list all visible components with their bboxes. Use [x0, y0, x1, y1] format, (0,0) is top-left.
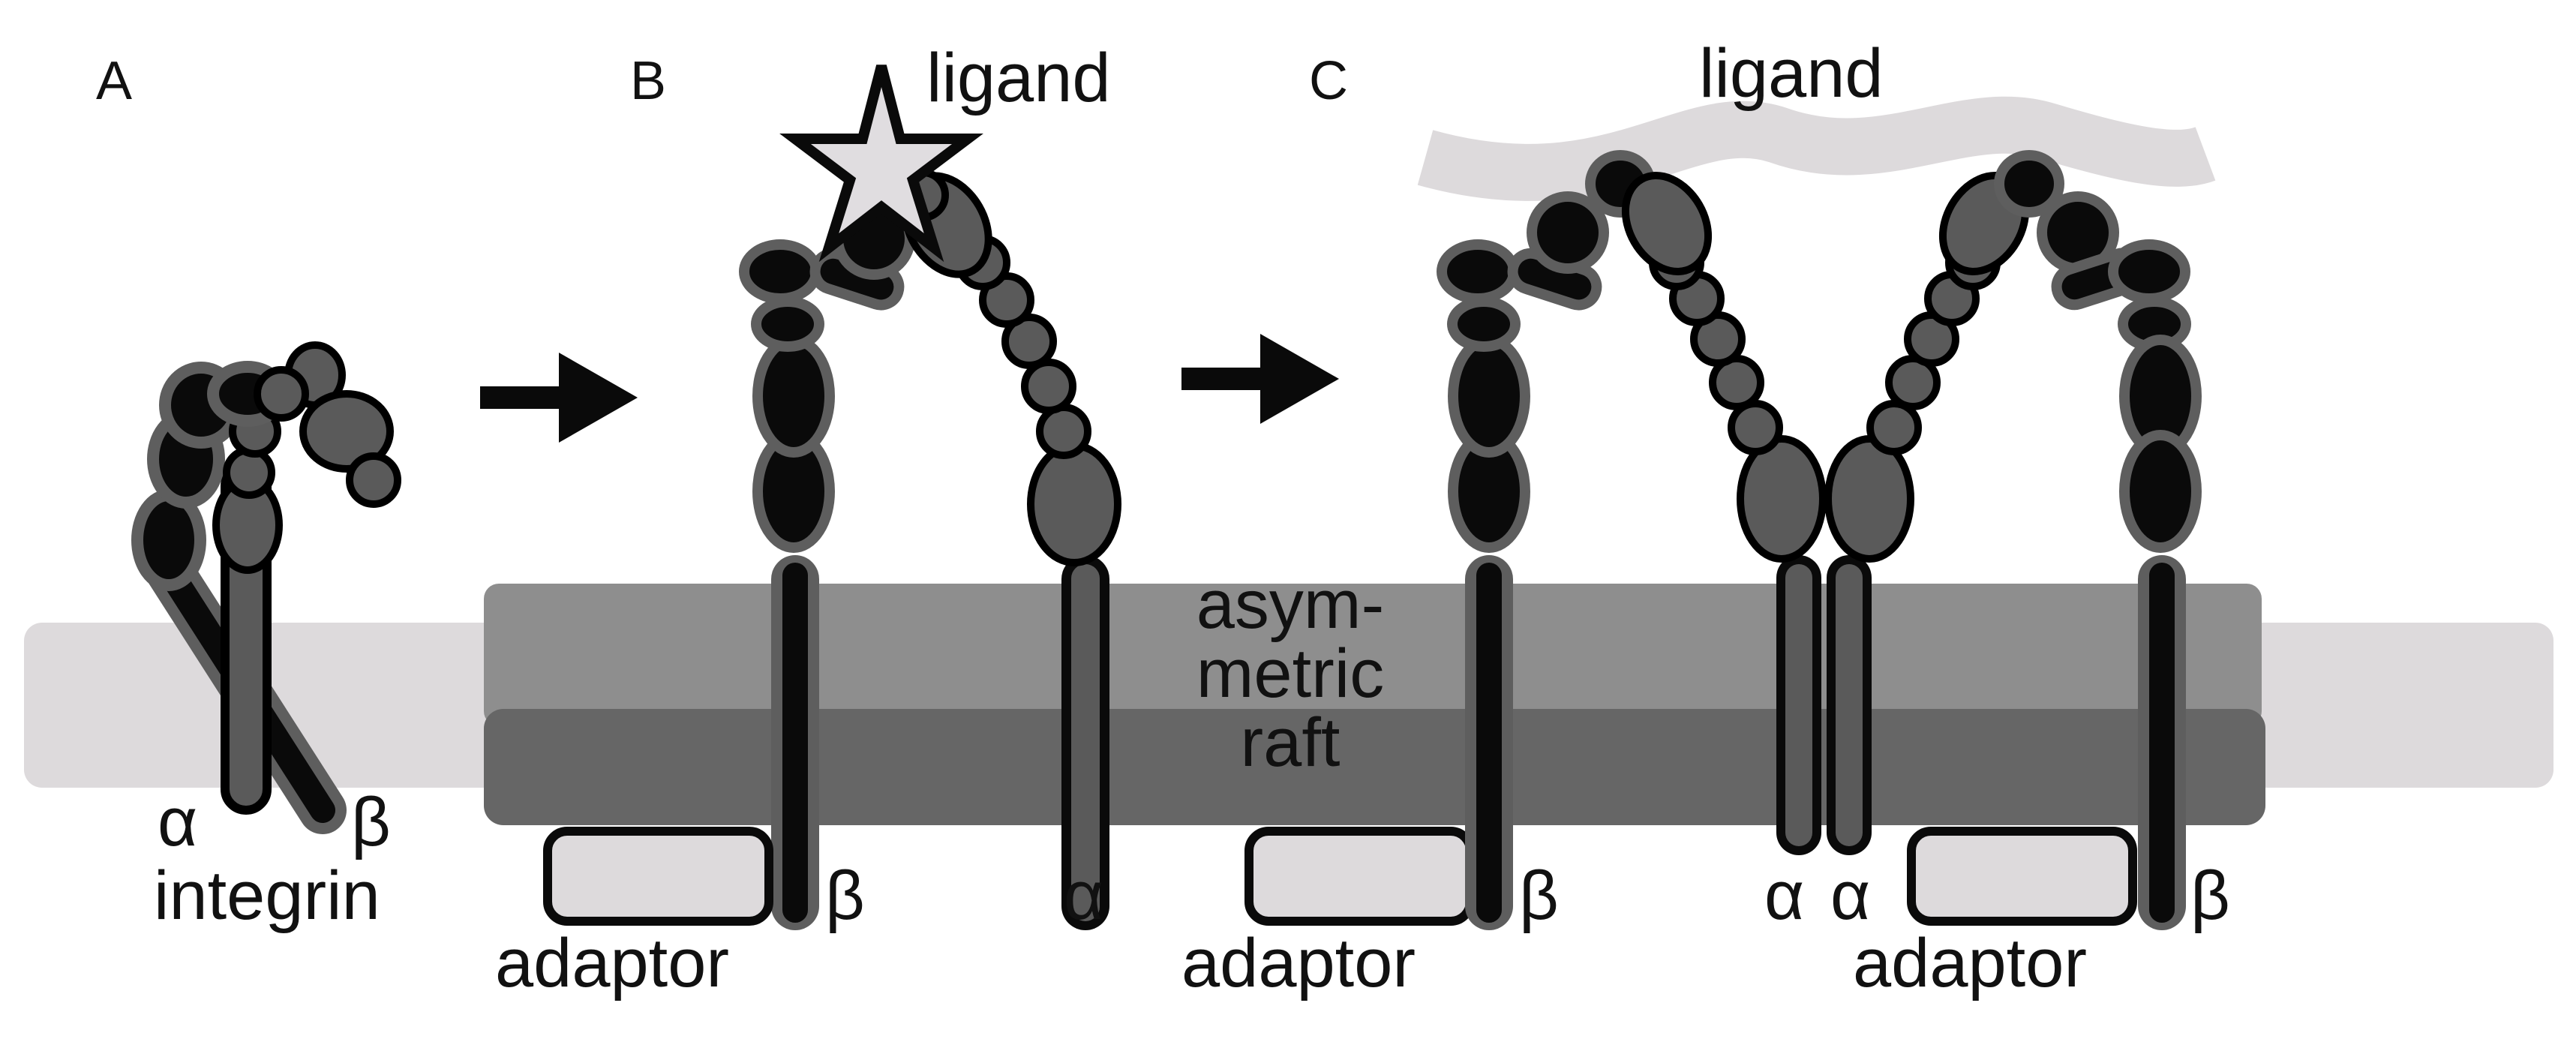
beta-label-b: β: [825, 857, 865, 934]
raft-label-line1: asym-: [1196, 566, 1385, 643]
ligand-label-b: ligand: [926, 40, 1111, 116]
gray-domain: [1036, 404, 1091, 459]
beta-label-c-left: β: [1519, 857, 1559, 934]
adaptor-label-c-left: adaptor: [1181, 925, 1416, 1001]
dark-domain: [751, 296, 824, 352]
gray-domain: [1027, 442, 1121, 566]
alpha-label-c-right: α: [1830, 857, 1871, 934]
panel-label-c: C: [1309, 51, 1348, 111]
raft-label-line2: metric: [1196, 635, 1385, 712]
beta-label-a: β: [351, 784, 391, 860]
gray-domain: [1021, 359, 1076, 414]
panel-label-b: B: [630, 51, 667, 111]
adaptor-box: [543, 827, 773, 926]
gray-domain: [299, 390, 394, 473]
integrin-label: integrin: [154, 857, 380, 934]
adaptor-box: [1907, 827, 2137, 926]
extended-integrin-c-right: [1824, 150, 2202, 930]
gray-domain: [1001, 314, 1057, 369]
gray-domain: [254, 366, 309, 422]
arrow-a-to-b: [480, 353, 638, 443]
star-ligand: [779, 65, 983, 263]
arrow-b-to-c: [1181, 334, 1339, 424]
panel-label-a: A: [96, 51, 133, 111]
alpha-label-c-left: α: [1764, 857, 1805, 934]
alpha-label-b: α: [1064, 857, 1104, 934]
dark-domain: [739, 239, 821, 304]
ligand-label-c: ligand: [1699, 35, 1884, 112]
curved-ligand: [1417, 96, 2216, 201]
beta-label-c-right: β: [2190, 857, 2230, 934]
alpha-label-a: α: [158, 784, 198, 860]
dark-domain: [752, 335, 835, 458]
bent-integrin: [131, 341, 401, 834]
adaptor-label-c-right: adaptor: [1853, 925, 2088, 1001]
dark-domain: [131, 489, 206, 591]
adaptor-label-b: adaptor: [495, 925, 730, 1001]
raft-label-line3: raft: [1240, 704, 1341, 781]
extended-integrin-c-left: [1437, 150, 1827, 930]
extended-integrin-b: [739, 65, 1121, 930]
gray-domain: [346, 452, 401, 508]
adaptor-box: [1244, 827, 1475, 926]
